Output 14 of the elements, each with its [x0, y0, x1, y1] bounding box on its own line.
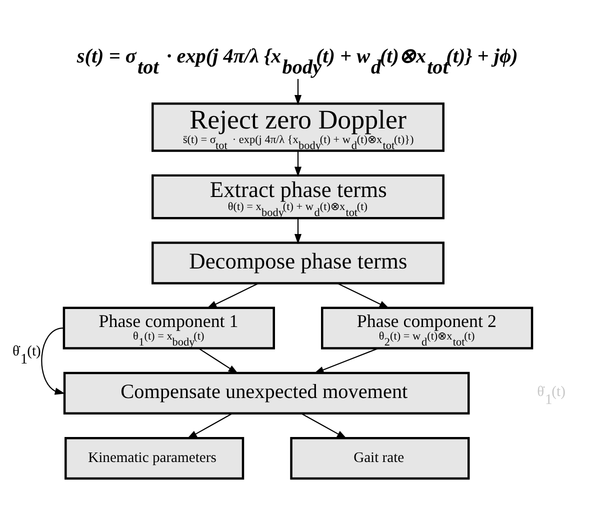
arrow	[337, 282, 390, 309]
arrow	[294, 218, 302, 244]
arrow	[198, 348, 238, 374]
arrow	[206, 282, 259, 309]
node-box: Gait rate	[290, 436, 470, 480]
arrow	[294, 151, 302, 177]
arrow	[294, 78, 302, 106]
arrow	[186, 413, 233, 439]
node-box: Decompose phase terms	[152, 242, 444, 284]
arrow	[41, 328, 66, 395]
arrow	[314, 348, 378, 374]
node-box: Compensate unexpected movement	[63, 372, 470, 415]
node-box: Kinematic parameters	[64, 436, 244, 480]
arrow	[300, 413, 348, 439]
